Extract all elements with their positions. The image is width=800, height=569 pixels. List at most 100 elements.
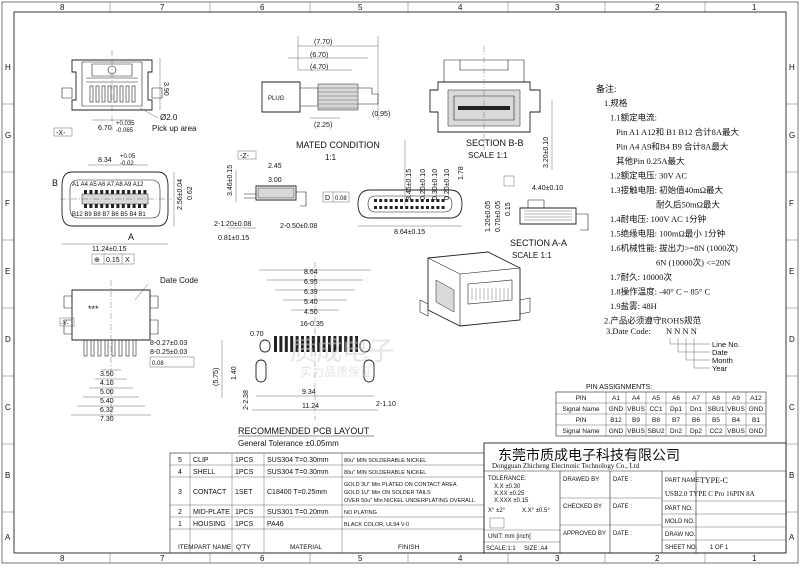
bbf-dim-440: 4.40±0.10 (532, 185, 563, 192)
note-line: 1.2额定电压: 30V AC (610, 171, 687, 181)
pcb-dim-16-035: 16-0.35 (300, 321, 324, 328)
pin-table-cell: Dp1 (670, 406, 682, 413)
note-line: 耐久后50mΩ最大 (656, 200, 720, 210)
side-view: -Z- 3.46±0.15 2.45 3.00 2-1.20±0.08 0.81… (214, 150, 350, 242)
front-dim-1124: 11.24±0.15 (92, 246, 127, 253)
angle-tol-1: X° ±2° (488, 508, 506, 514)
pin-table-cell: Dn1 (690, 406, 702, 413)
pin-table-cell: Signal Name (562, 428, 600, 435)
section-aa-title: SECTION A-A (510, 238, 567, 248)
col-mark-top: 1 (752, 3, 757, 12)
pin-table-cell: A12 (750, 395, 762, 402)
notes-header: 备注: (596, 83, 617, 94)
pin-table-cell: SBU1 (708, 406, 725, 413)
col-mark-bottom: 3 (555, 554, 560, 563)
bottom-dim-027: 8-0.27±0.03 (150, 340, 187, 347)
front-tol-value: 0.15 (106, 257, 120, 264)
pcb-dim-1124: 11.24 (302, 403, 319, 410)
col-mark-bottom: 5 (358, 554, 363, 563)
bbf-dim-120: 1.20±0.05 (485, 201, 492, 232)
bom-header: Q'TY (236, 544, 251, 551)
row-mark-right: H (789, 63, 795, 72)
col-mark-bottom: 8 (60, 554, 65, 563)
date-label-2: DATE : (613, 504, 632, 510)
pcb-dim-2-110: 2-1.10 (376, 401, 396, 408)
row-mark-left: G (5, 131, 11, 140)
bom-finish: OVER 50u" Min NICKEL UNDERPLATING OVERAL… (344, 498, 475, 504)
col-mark-top: 6 (260, 3, 265, 12)
unit-label: UNIT: mm [inch] (488, 534, 531, 540)
pcb-dim-639: 6.39 (304, 289, 318, 296)
watermark: 质成电子 实力品质保证 (290, 336, 394, 379)
part-no-label: PART NO. (665, 506, 693, 512)
pin-table-cell: B6 (692, 417, 700, 424)
date-code-prefix: 3.Date Code: (606, 326, 651, 336)
row-mark-right: E (789, 267, 794, 276)
bom-part: SHELL (193, 469, 215, 476)
note-line: 1.4耐电压: 100V AC 1分钟 (610, 214, 706, 224)
angle-tol-2: X.X° ±0.5° (522, 508, 550, 514)
top-dim-670-tol-plus: +0.035 (116, 121, 135, 127)
bom-part: CLIP (193, 457, 209, 464)
front-dim-834: 8.34 (98, 157, 112, 164)
bb-dim-320: 3.20±0.10 (543, 137, 550, 168)
pcb-dim-695: 6.95 (304, 279, 318, 286)
pin-table-cell: B9 (632, 417, 640, 424)
bom-part: MID-PLATE (193, 509, 230, 516)
note-line: Pin A1 A12和 B1 B12 合计8A最大 (616, 127, 740, 137)
date-code-legend: Month (712, 356, 733, 365)
bom-finish: NO PLATING (344, 510, 377, 516)
front-tol-symbol: ⊕ (94, 257, 100, 264)
pcb-layout: 8.64 6.95 6.39 5.40 4.50 16-0.35 0.70 (5… (213, 262, 396, 448)
side-datum-d: D (325, 195, 330, 202)
date-code-label: Date Code (160, 276, 199, 285)
note-line: 1.1额定电流: (610, 113, 657, 123)
part-name-value: TYPE-C (700, 476, 728, 485)
bom-finish: 80u" MIN SOLDERABLE NICKEL (344, 470, 426, 476)
front-dim-256: 2.56±0.04 (177, 179, 184, 210)
bom-finish: 80u" MIN SOLDERABLE NICKEL (344, 458, 426, 464)
bom-material: SUS304 T=0.30mm (267, 469, 329, 476)
mated-scale: 1:1 (325, 153, 337, 162)
bom-finish: BLACK COLOR, UL94 V-0 (344, 522, 409, 528)
row-mark-left: F (5, 199, 10, 208)
pin-assign-title: PIN ASSIGNMENTS: (586, 384, 652, 391)
svg-text:实力品质保证: 实力品质保证 (300, 364, 372, 379)
front-view: 8.34 +0.05 -0.02 A1 A4 A5 A6 A7 A8 A9 A1… (52, 154, 194, 265)
company-name-cn: 东莞市质成电子科技有限公司 (498, 447, 680, 464)
top-view: 3.90 6.70 +0.035 -0.065 Ø2.0 Pick up are… (53, 50, 197, 137)
datum-z: -Z- (240, 153, 250, 160)
bom-qty: 1PCS (235, 521, 254, 528)
bbf-dim-070: 0.70±0.05 (495, 201, 502, 232)
plug-label: PLUG (268, 96, 285, 102)
col-mark-bottom: 7 (160, 554, 165, 563)
note-line: 6N (10000次) <=20N (656, 258, 730, 268)
col-mark-bottom: 2 (655, 554, 660, 563)
pin-table-cell: PIN (576, 395, 587, 402)
pin-table-cell: A7 (692, 395, 700, 402)
col-mark-top: 4 (458, 3, 463, 12)
row-mark-left: A (5, 533, 11, 542)
checked-by-label: CHECKED BY (563, 504, 602, 510)
tol-xx: X.XX ±0.25 (494, 491, 525, 497)
pin-table-cell: VBUS (727, 428, 745, 435)
top-dim-390: 3.90 (162, 82, 169, 96)
pin-table-cell: GND (609, 428, 624, 435)
side-dim-300: 3.00 (268, 177, 282, 184)
pin-table-cell: A1 (612, 395, 620, 402)
date-code-legend: Line No. (712, 340, 740, 349)
bom-item: 5 (178, 457, 182, 464)
note-line: 1.规格 (604, 98, 628, 108)
bom-finish: GOLD 3U" Min PLATED ON CONTACT AREA (344, 482, 457, 488)
note-line: 2.产品必须遵守ROHS规范 (604, 316, 702, 326)
bom-header: ITEM (178, 544, 194, 551)
bom-table: 5 CLIP 1PCS SUS304 T=0.30mm 80u" MIN SOLDERA… (169, 452, 485, 554)
mated-dim-770: (7.70) (314, 39, 332, 46)
pin-table-cell: GND (749, 406, 764, 413)
bom-material: PA46 (267, 521, 284, 528)
iso-view (419, 251, 531, 327)
bom-item: 1 (178, 521, 182, 528)
